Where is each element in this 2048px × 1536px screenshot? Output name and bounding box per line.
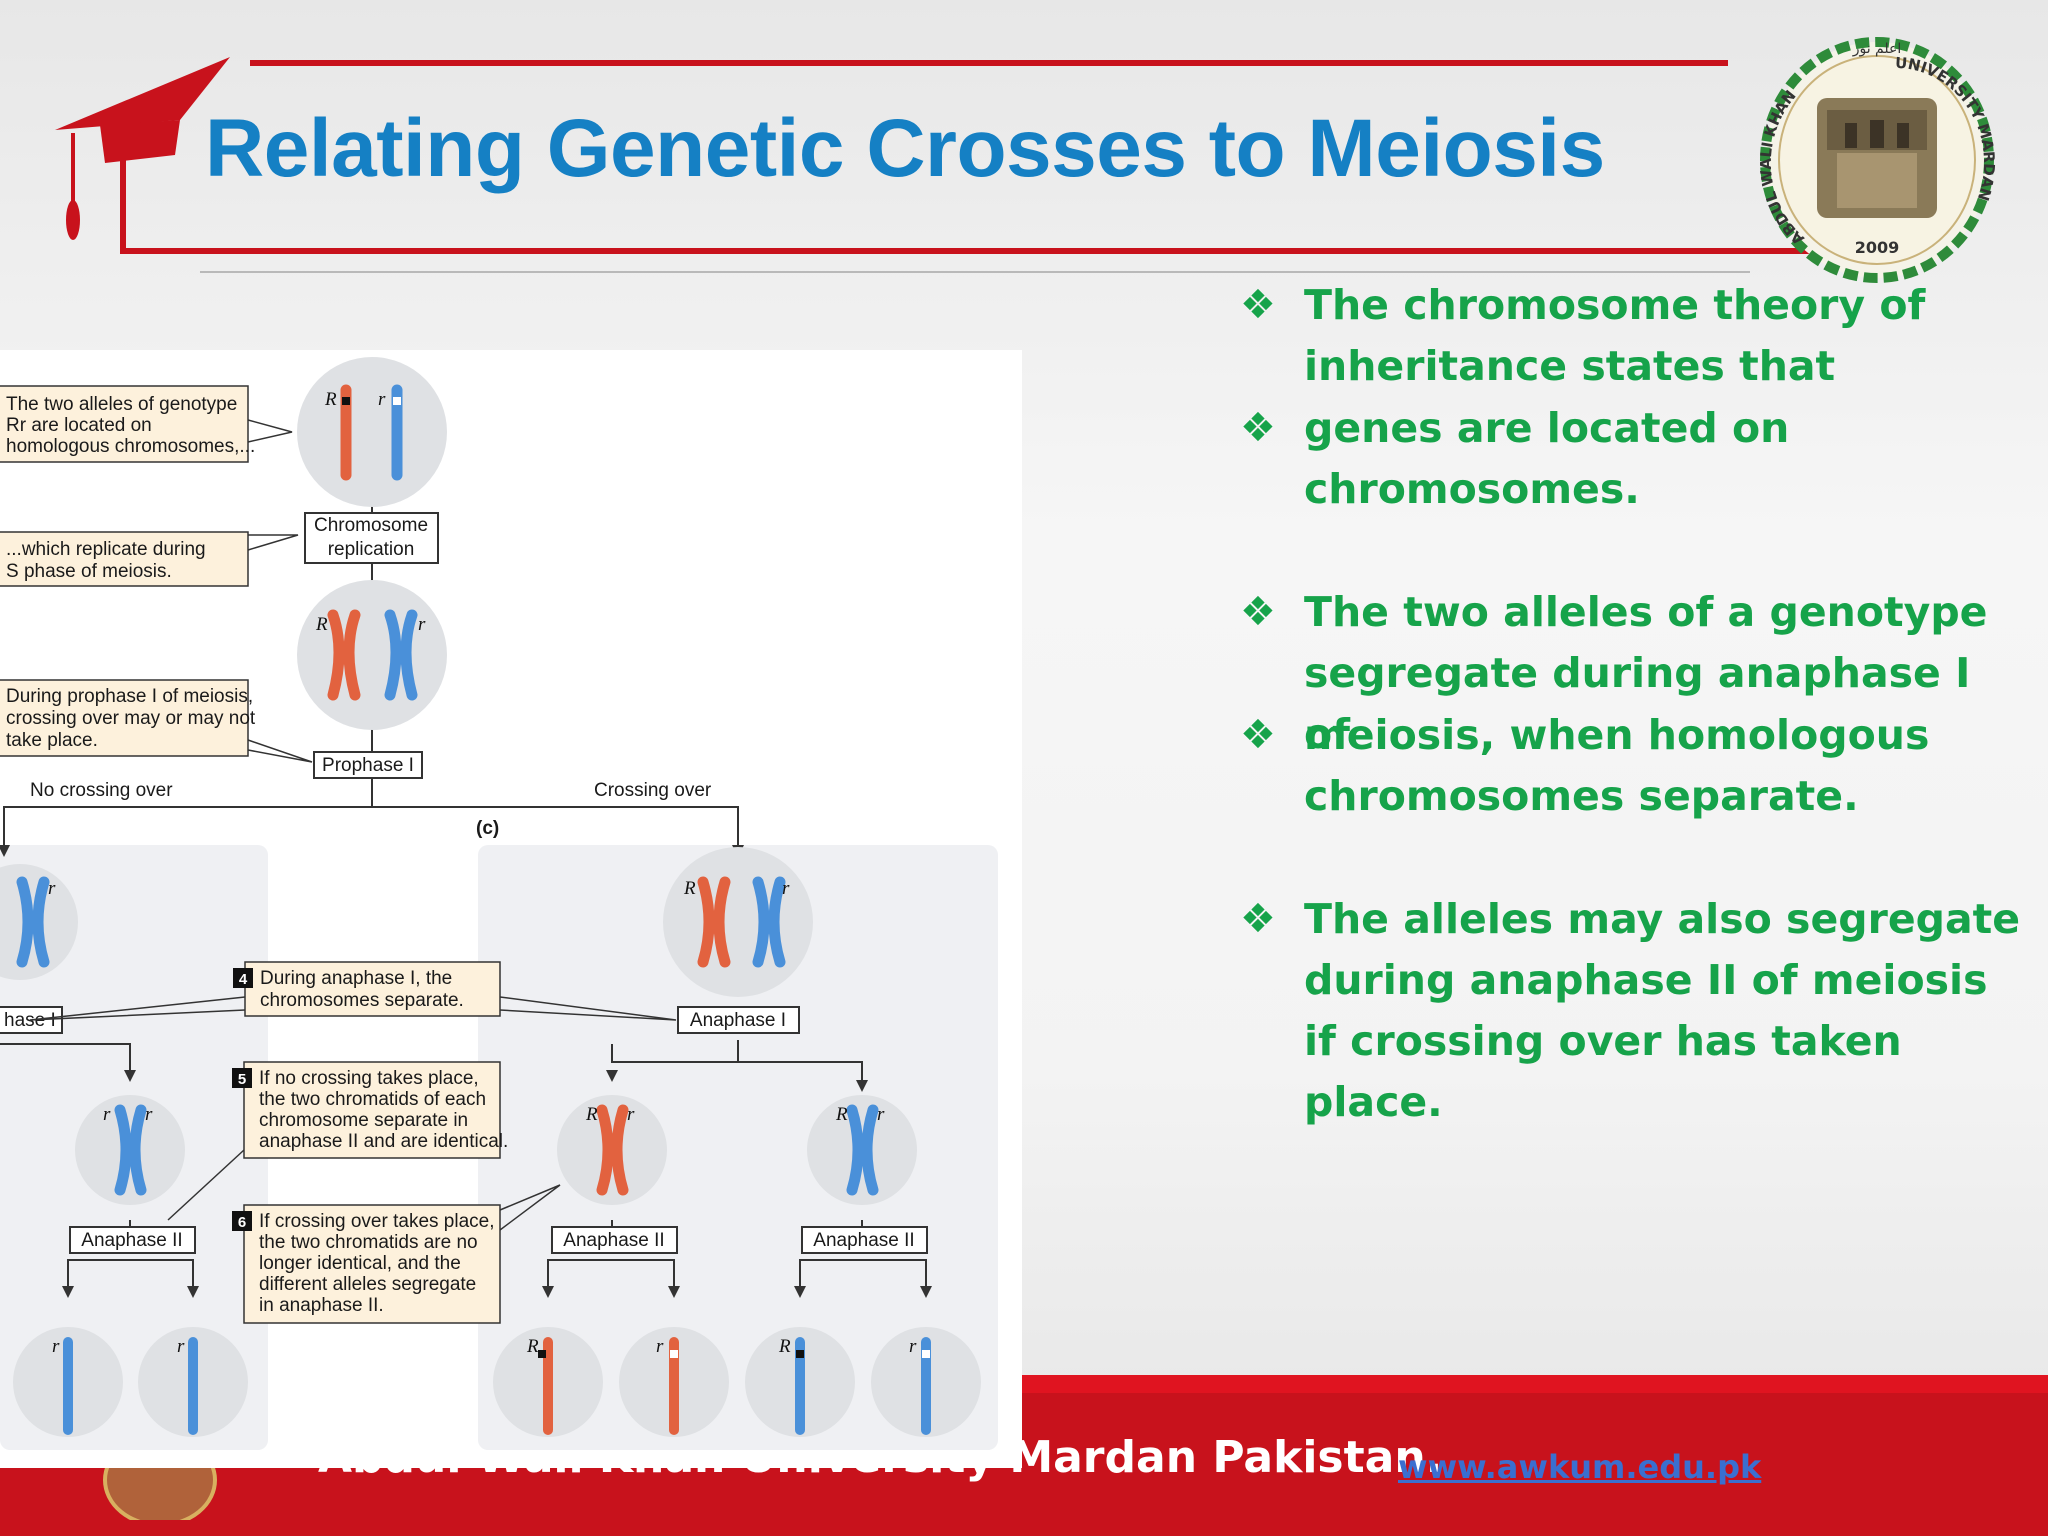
header-bottom-rule xyxy=(120,248,1810,254)
allele-label: R xyxy=(526,1336,539,1357)
allele-label: R xyxy=(778,1336,791,1357)
crossing-over-label: Crossing over xyxy=(594,780,712,801)
step-badge xyxy=(233,968,253,988)
panel-c-label: (c) xyxy=(476,818,499,839)
prophase-1-label: Prophase I xyxy=(322,755,414,776)
bullet-item: ❖ The chromosome theory of inheritance s… xyxy=(1240,275,2024,397)
header-divider xyxy=(200,271,1750,273)
callout-text: longer identical, and the xyxy=(259,1253,461,1274)
footer-website-link[interactable]: www.awkum.edu.pk xyxy=(1398,1448,1762,1486)
bullet-text: meiosis, when homologous chromosomes sep… xyxy=(1304,711,1930,820)
callout-text: ...which replicate during xyxy=(6,539,206,560)
allele-label: r xyxy=(877,1104,885,1125)
allele-label: R xyxy=(683,878,696,899)
allele-label: r xyxy=(52,1336,60,1357)
slide-title: Relating Genetic Crosses to Meiosis xyxy=(205,103,1605,194)
callout-text: During anaphase I, the xyxy=(260,968,452,989)
anaphase-2-label: Anaphase II xyxy=(81,1230,182,1251)
meiosis-diagram: R r R r R r r r r R r R r r r R r R r Ch… xyxy=(0,350,1022,1468)
footer-band xyxy=(1022,1375,2048,1536)
allele-label: R xyxy=(835,1104,848,1125)
university-logo: ABDUL WALI KHAN UNIVERSITY MARDAN 2009 ا… xyxy=(1757,37,1998,283)
bullet-text: genes are located on chromosomes. xyxy=(1304,404,1790,513)
callout-text: anaphase II and are identical. xyxy=(259,1131,508,1152)
anaphase-1-label: Anaphase I xyxy=(690,1010,786,1031)
header-left-rule xyxy=(120,160,126,254)
callout-text: chromosomes separate. xyxy=(260,990,464,1011)
diamond-bullet-icon: ❖ xyxy=(1240,712,1276,758)
callout-text: take place. xyxy=(6,730,98,751)
step-number: 5 xyxy=(238,1071,246,1088)
anaphase-1-label: hase I xyxy=(4,1010,56,1031)
step-badge xyxy=(232,1211,252,1231)
allele-label: r xyxy=(909,1336,917,1357)
callout-text: different alleles segregate xyxy=(259,1274,476,1295)
allele-label: r xyxy=(782,878,790,899)
diamond-bullet-icon: ❖ xyxy=(1240,282,1276,328)
footer-band-highlight xyxy=(1022,1375,2048,1393)
chromosome-replication-label: replication xyxy=(328,539,415,560)
bullet-item: ❖ The two alleles of a genotype segregat… xyxy=(1240,582,2024,765)
bullet-item: ❖ meiosis, when homologous chromosomes s… xyxy=(1240,705,2024,827)
bullet-text: The chromosome theory of inheritance sta… xyxy=(1304,281,1926,390)
crossing-panel xyxy=(478,845,998,1450)
allele-label: r xyxy=(177,1336,185,1357)
step-badge xyxy=(232,1068,252,1088)
anaphase-2-label: Anaphase II xyxy=(563,1230,664,1251)
allele-label: r xyxy=(418,614,426,635)
step-number: 4 xyxy=(239,971,248,988)
callout-text: crossing over may or may not xyxy=(6,708,256,729)
step-number: 6 xyxy=(238,1214,246,1231)
logo-year: 2009 xyxy=(1855,238,1900,257)
graduation-cap-icon xyxy=(55,57,230,240)
callout-text: Rr are located on xyxy=(6,415,152,436)
allele-label: R xyxy=(324,389,337,410)
chromosome-replication-label: Chromosome xyxy=(314,515,428,536)
header-top-rule xyxy=(250,60,1728,66)
allele-label: r xyxy=(656,1336,664,1357)
diamond-bullet-icon: ❖ xyxy=(1240,896,1276,942)
anaphase-2-label: Anaphase II xyxy=(813,1230,914,1251)
allele-label: r xyxy=(48,878,56,899)
no-crossing-over-label: No crossing over xyxy=(30,780,173,801)
callout-text: the two chromatids of each xyxy=(259,1089,486,1110)
diamond-bullet-icon: ❖ xyxy=(1240,589,1276,635)
bullet-text: The two alleles of a genotype segregate … xyxy=(1304,588,1988,758)
bullet-item: ❖ The alleles may also segregate during … xyxy=(1240,889,2024,1133)
allele-label: r xyxy=(145,1104,153,1125)
callout-text: chromosome separate in xyxy=(259,1110,468,1131)
callout-text: During prophase I of meiosis, xyxy=(6,686,253,707)
callout-text: homologous chromosomes,... xyxy=(6,436,255,457)
allele-label: R xyxy=(585,1104,598,1125)
bullet-text: The alleles may also segregate during an… xyxy=(1304,895,2021,1126)
callout-text: The two alleles of genotype xyxy=(6,394,237,415)
logo-motto: اعلم نور xyxy=(1852,41,1902,57)
allele-label: R xyxy=(315,614,328,635)
callout-text: If crossing over takes place, xyxy=(259,1211,495,1232)
callout-text: If no crossing takes place, xyxy=(259,1068,479,1089)
allele-label: r xyxy=(627,1104,635,1125)
callout-text: in anaphase II. xyxy=(259,1295,384,1316)
bullet-item: ❖ genes are located on chromosomes. xyxy=(1240,398,2024,520)
allele-label: r xyxy=(378,389,386,410)
allele-label: r xyxy=(103,1104,111,1125)
callout-text: the two chromatids are no xyxy=(259,1232,478,1253)
diamond-bullet-icon: ❖ xyxy=(1240,405,1276,451)
callout-text: S phase of meiosis. xyxy=(6,561,172,582)
